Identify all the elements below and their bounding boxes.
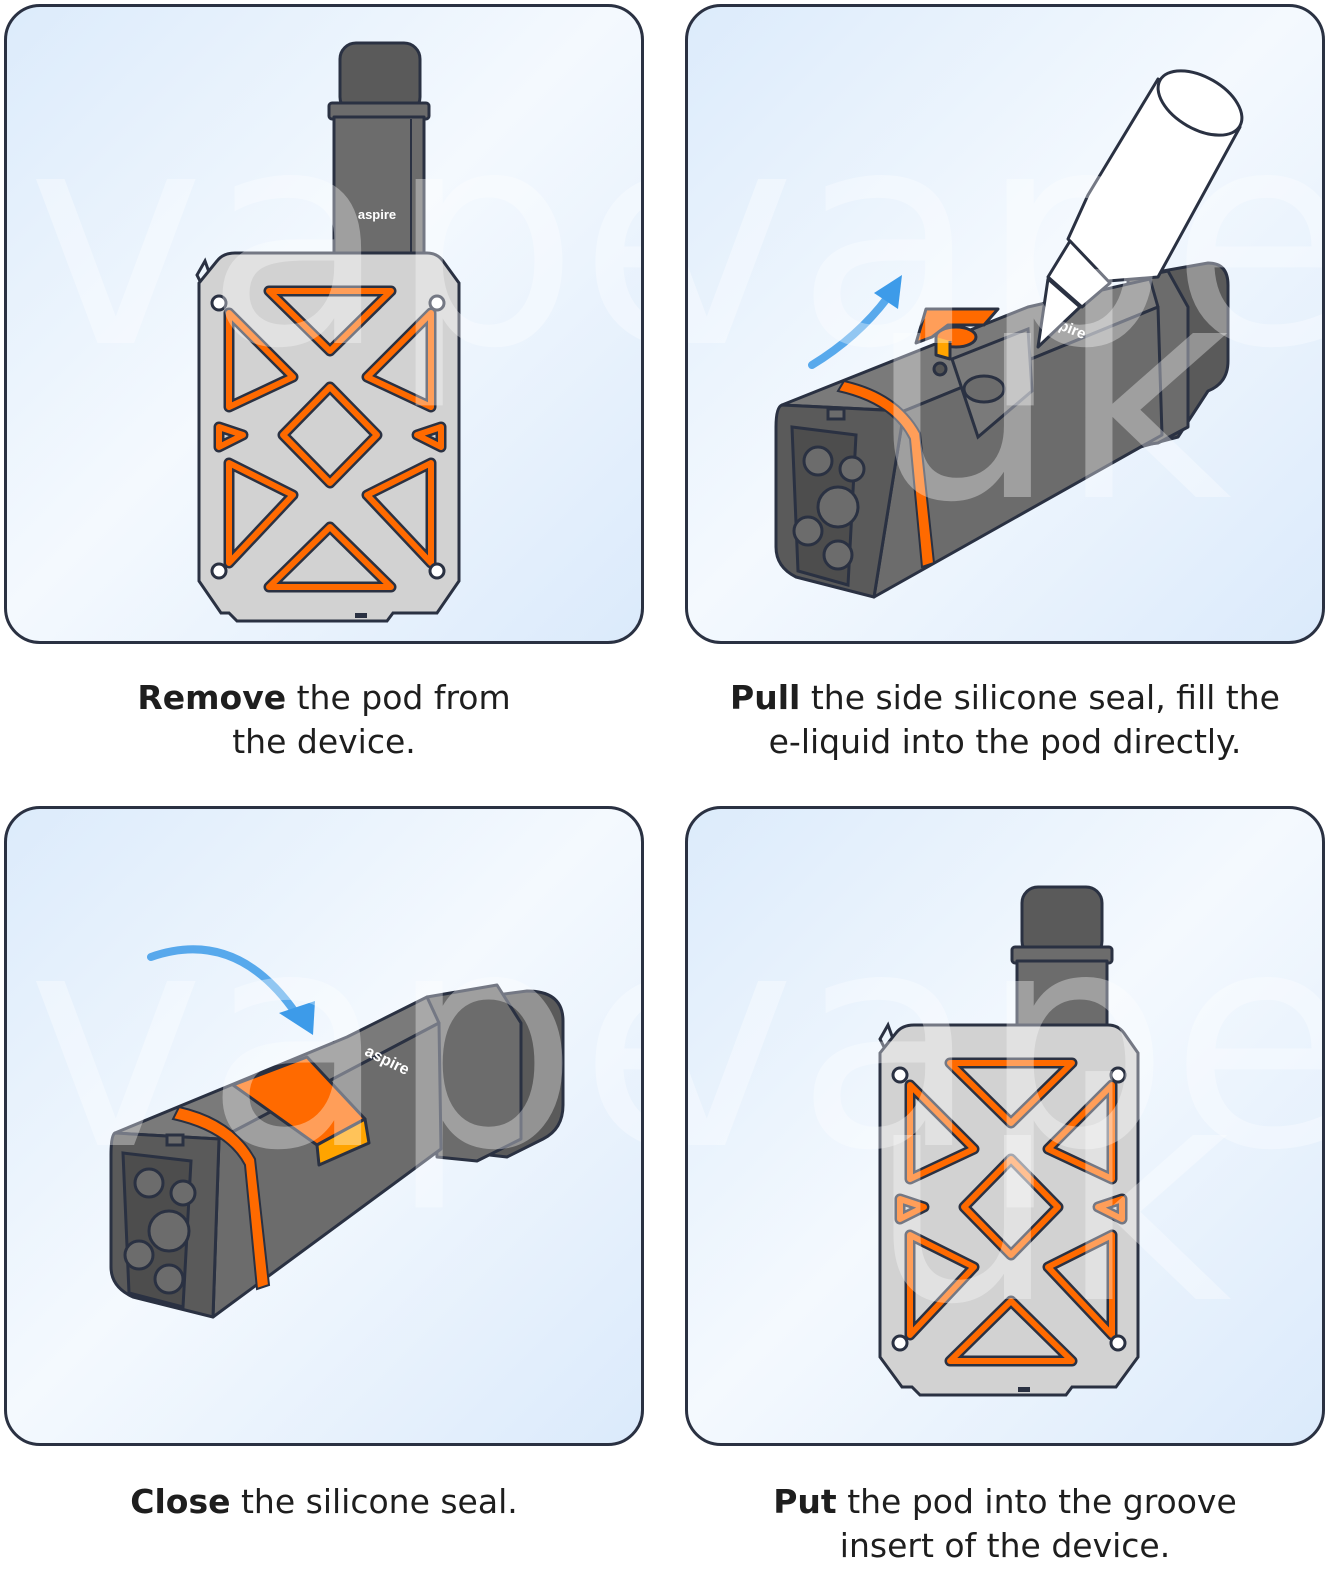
device-icon bbox=[195, 251, 461, 623]
pod-brand-logo: aspire bbox=[358, 207, 396, 222]
svg-text:vape: vape bbox=[27, 867, 644, 1216]
svg-text:vape: vape bbox=[27, 65, 644, 414]
svg-text:uk: uk bbox=[868, 1021, 1232, 1370]
step-1-verb: Remove bbox=[137, 678, 287, 717]
step-3-text: the silicone seal. bbox=[230, 1482, 518, 1521]
step-3-caption: Close the silicone seal. bbox=[4, 1480, 644, 1524]
watermark: vape uk bbox=[688, 867, 1325, 1370]
step-1-panel: aspire bbox=[4, 4, 644, 644]
step-1-text-line2: the device. bbox=[232, 722, 416, 761]
arrow-icon bbox=[808, 275, 902, 369]
step-4-text-line2: insert of the device. bbox=[839, 1526, 1171, 1565]
watermark: vape bbox=[27, 867, 644, 1216]
step-4-text: the pod into the groove bbox=[836, 1482, 1237, 1521]
bottle-icon bbox=[1036, 69, 1244, 349]
step-3-panel: aspire vape bbox=[4, 806, 644, 1446]
step-1-caption: Remove the pod from the device. bbox=[4, 676, 644, 764]
watermark: vape bbox=[27, 65, 644, 414]
svg-text:uk: uk bbox=[868, 219, 1232, 568]
step-4-illustration: vape uk bbox=[688, 867, 1325, 1397]
seal-icon bbox=[231, 1055, 371, 1167]
step-2-text-line2: e-liquid into the pod directly. bbox=[768, 722, 1242, 761]
watermark: vape uk bbox=[688, 65, 1325, 568]
step-4-caption: Put the pod into the groove insert of th… bbox=[685, 1480, 1325, 1568]
arrow-icon bbox=[147, 945, 315, 1035]
step-2-illustration: aspire vape uk bbox=[688, 65, 1325, 599]
step-1-text: the pod from bbox=[286, 678, 511, 717]
svg-text:vape: vape bbox=[688, 867, 1325, 1216]
pod-icon bbox=[1010, 885, 1114, 1031]
step-2-text: the side silicone seal, fill the bbox=[800, 678, 1280, 717]
step-2-panel: aspire vape uk bbox=[685, 4, 1325, 644]
device-icon bbox=[878, 1021, 1140, 1397]
step-3-illustration: aspire vape bbox=[27, 867, 644, 1319]
svg-text:vape: vape bbox=[688, 65, 1325, 414]
step-4-panel: vape uk bbox=[685, 806, 1325, 1446]
seal-icon bbox=[914, 307, 1000, 361]
step-2-verb: Pull bbox=[730, 678, 801, 717]
step-3-verb: Close bbox=[130, 1482, 231, 1521]
step-4-verb: Put bbox=[773, 1482, 837, 1521]
step-2-caption: Pull the side silicone seal, fill the e-… bbox=[685, 676, 1325, 764]
step-1-illustration: aspire bbox=[27, 41, 644, 623]
